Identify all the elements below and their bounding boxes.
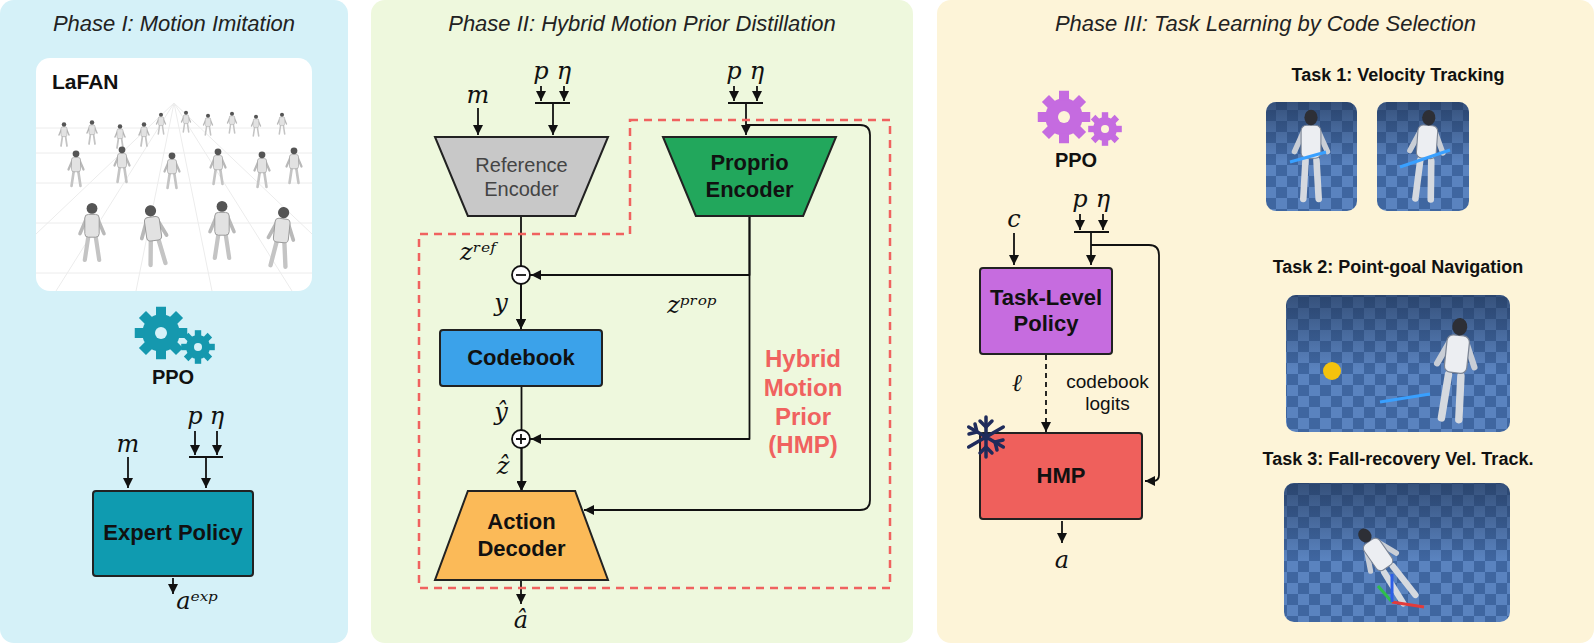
phase-title: Phase I: Motion Imitation [0,11,348,37]
phase-title: Phase II: Hybrid Motion Prior Distillati… [371,11,913,37]
label-anchor: PPO [152,366,194,388]
symbol-label: η [750,59,764,83]
box-label: Expert Policy [103,520,242,546]
symbol-label: p [533,59,548,83]
label-anchor: p [533,59,548,83]
symbol-label: m [117,432,140,456]
label-anchor: p [1072,187,1087,211]
symbol-label: c [1007,207,1020,231]
dataset-image: LaFAN [36,58,312,291]
symbol-label: η [557,59,571,83]
edge-label-anchor: codebook logits [1060,371,1155,417]
box-label: Task-Level Policy [987,285,1105,338]
symbol-label: m [467,83,490,107]
box-label: Action Decoder [468,509,575,562]
label-anchor: ŷ [494,400,508,424]
label-anchor: η [210,404,224,428]
label-anchor: ẑ [497,454,510,478]
label-anchor: zᵖʳᵒᵖ [667,293,716,317]
label-anchor: η [1096,187,1110,211]
symbol-label: p [187,404,202,428]
label-anchor: ℓ [1012,371,1022,395]
trapezoid-outline [435,137,608,216]
label-anchor: a [1055,548,1069,572]
encoder-trapezoid: Proprio Encoder [663,137,836,216]
label-anchor: c [1007,207,1020,231]
symbol-label: zᵖʳᵒᵖ [667,293,716,317]
algorithm-label: PPO [152,366,194,388]
box-label: Codebook [467,345,575,371]
symbol-label: p [1072,187,1087,211]
policy-box: Task-Level Policy [979,267,1113,355]
label-anchor: Task 3: Fall-recovery Vel. Track. [1263,449,1534,471]
symbol-label: η [210,404,224,428]
codebook-box: Codebook [439,329,603,387]
label-anchor: Task 1: Velocity Tracking [1292,65,1505,87]
phase-panel: Phase II: Hybrid Motion Prior Distillati… [371,0,913,643]
decoder-trapezoid: Action Decoder [435,491,608,580]
symbol-label: y [494,291,508,315]
phase-panel: Phase III: Task Learning by Code Selecti… [937,0,1594,643]
encoder-trapezoid: Reference Encoder [435,137,608,216]
symbol-label: p [726,59,741,83]
label-anchor: m [117,432,140,456]
label-anchor: m [467,83,490,107]
symbol-label: aᵉˣᵖ [176,589,218,613]
box-label: HMP [1037,463,1086,489]
edge-label: codebook logits [1060,371,1155,417]
symbol-label: ℓ [1012,371,1022,395]
connector [521,216,750,329]
box-label: Proprio Encoder [696,150,803,203]
symbol-label: zʳᵉᶠ [460,240,496,264]
symbol-label: a [1055,548,1069,572]
policy-box: Expert Policy [92,490,254,577]
label-anchor: â [514,608,528,632]
label-anchor: PPO [1055,149,1097,171]
add-symbol [512,430,530,448]
label-anchor: Task 2: Point-goal Navigation [1273,257,1524,279]
label-anchor: η [750,59,764,83]
dataset-name: LaFAN [52,70,119,94]
subtract-symbol [512,266,530,284]
label-anchor: y [494,291,508,315]
phase-title: Phase III: Task Learning by Code Selecti… [937,11,1594,37]
label-anchor: η [557,59,571,83]
phase-panel: Phase I: Motion Imitation LaFAN Expert Po… [0,0,348,643]
arrow-head [531,434,541,444]
symbol-label: â [514,608,528,632]
box-label: Reference Encoder [468,153,575,201]
label-anchor: p [187,404,202,428]
label-anchor: p [726,59,741,83]
symbol-label: η [1096,187,1110,211]
task-title: Task 3: Fall-recovery Vel. Track. [1263,449,1534,471]
arrow-head [531,270,541,280]
task-title: Task 1: Velocity Tracking [1292,65,1505,87]
task-title: Task 2: Point-goal Navigation [1273,257,1524,279]
frozen-icon [969,417,1004,457]
symbol-label: ŷ [494,400,508,424]
label-anchor: aᵉˣᵖ [176,589,218,613]
connector [1045,355,1047,432]
algorithm-label: PPO [1055,149,1097,171]
symbol-label: ẑ [497,454,510,478]
region-name: Hybrid Motion Prior (HMP) [757,345,849,460]
label-anchor: zʳᵉᶠ [460,240,496,264]
